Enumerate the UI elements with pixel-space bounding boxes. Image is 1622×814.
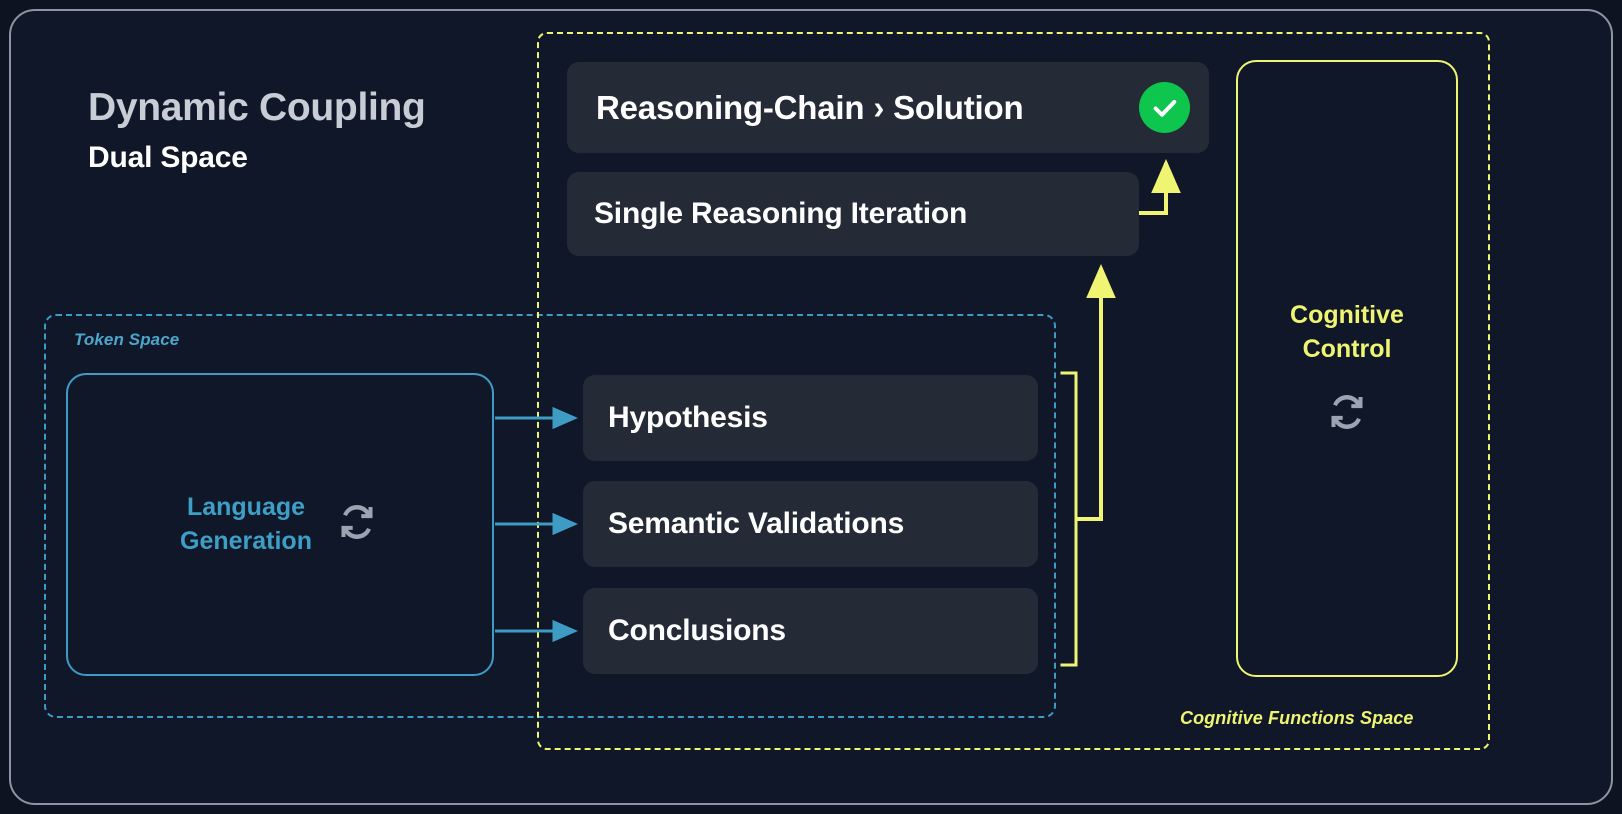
cognitive-control-label-line2: Control: [1302, 335, 1392, 363]
token-space-label: Token Space: [74, 330, 180, 349]
box-label: Single Reasoning Iteration: [594, 197, 968, 230]
language-generation-label: Language Generation: [180, 491, 312, 559]
check-circle-icon: [1139, 82, 1190, 133]
token-space-region: [44, 314, 1056, 718]
language-generation-label-line1: Language: [186, 492, 306, 521]
cognitive-control-label-line1: Cognitive: [1290, 300, 1404, 329]
page-title: Dynamic Coupling Dual Space: [88, 86, 426, 177]
box-label: Conclusions: [608, 614, 786, 647]
box-label: Reasoning-Chain › Solution: [596, 88, 1024, 126]
cognitive-functions-space-label: Cognitive Functions Space: [1180, 708, 1414, 728]
cognitive-functions-space-region: [537, 32, 1490, 750]
refresh-cycle-icon: [1324, 389, 1370, 440]
refresh-cycle-icon: [334, 499, 380, 550]
cognitive-control-label: Cognitive Control: [1290, 298, 1404, 367]
box-conclusions[interactable]: Conclusions: [583, 588, 1038, 674]
language-generation-card[interactable]: Language Generation: [66, 373, 494, 676]
box-hypothesis[interactable]: Hypothesis: [583, 375, 1038, 461]
cognitive-control-card[interactable]: Cognitive Control: [1236, 60, 1458, 677]
box-reasoning-chain-solution[interactable]: Reasoning-Chain › Solution: [567, 62, 1209, 153]
box-label: Semantic Validations: [608, 507, 905, 540]
box-label: Hypothesis: [608, 401, 768, 434]
box-single-reasoning-iteration[interactable]: Single Reasoning Iteration: [567, 172, 1139, 256]
title-main: Dynamic Coupling: [88, 86, 426, 129]
title-subtitle: Dual Space: [88, 140, 248, 174]
language-generation-label-line2: Generation: [180, 526, 312, 555]
box-semantic-validations[interactable]: Semantic Validations: [583, 481, 1038, 567]
